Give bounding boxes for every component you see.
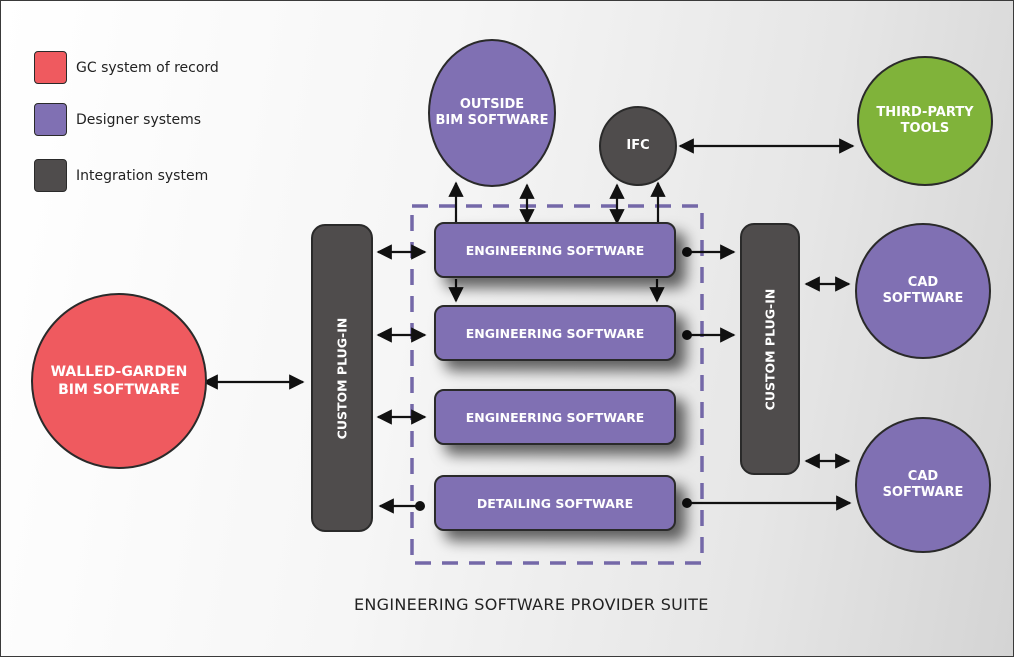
legend-label-designer: Designer systems bbox=[76, 111, 202, 128]
legend-label-integration: Integration system bbox=[76, 167, 209, 184]
legend-item-designer: Designer systems bbox=[34, 103, 201, 136]
legend-item-gc: GC system of record bbox=[34, 51, 219, 84]
custom-plugin-left: CUSTOM PLUG-IN bbox=[311, 224, 373, 532]
detailing-software-box: DETAILING SOFTWARE bbox=[434, 475, 676, 531]
suite-caption: ENGINEERING SOFTWARE PROVIDER SUITE bbox=[354, 595, 709, 614]
custom-plugin-left-label: CUSTOM PLUG-IN bbox=[334, 317, 350, 439]
legend-swatch-integration bbox=[34, 159, 67, 192]
custom-plugin-right: CUSTOM PLUG-IN bbox=[740, 223, 800, 475]
engineering-software-box-3: ENGINEERING SOFTWARE bbox=[434, 389, 676, 445]
dot-detailing-left bbox=[415, 501, 425, 511]
legend-swatch-designer bbox=[34, 103, 67, 136]
engineering-software-box-2: ENGINEERING SOFTWARE bbox=[434, 305, 676, 361]
walled-garden-bim-node: WALLED-GARDEN BIM SOFTWARE bbox=[31, 293, 207, 469]
engineering-software-box-1: ENGINEERING SOFTWARE bbox=[434, 222, 676, 278]
ifc-node: IFC bbox=[599, 106, 677, 186]
suite-boundary bbox=[410, 204, 704, 565]
third-party-tools-node: THIRD-PARTY TOOLS bbox=[857, 56, 993, 186]
legend-label-gc: GC system of record bbox=[76, 59, 219, 76]
legend-swatch-gc bbox=[34, 51, 67, 84]
custom-plugin-right-label: CUSTOM PLUG-IN bbox=[762, 288, 778, 410]
cad-software-node-1: CAD SOFTWARE bbox=[855, 223, 991, 359]
outside-bim-node: OUTSIDE BIM SOFTWARE bbox=[428, 39, 556, 187]
legend-item-integration: Integration system bbox=[34, 159, 208, 192]
cad-software-node-2: CAD SOFTWARE bbox=[855, 417, 991, 553]
